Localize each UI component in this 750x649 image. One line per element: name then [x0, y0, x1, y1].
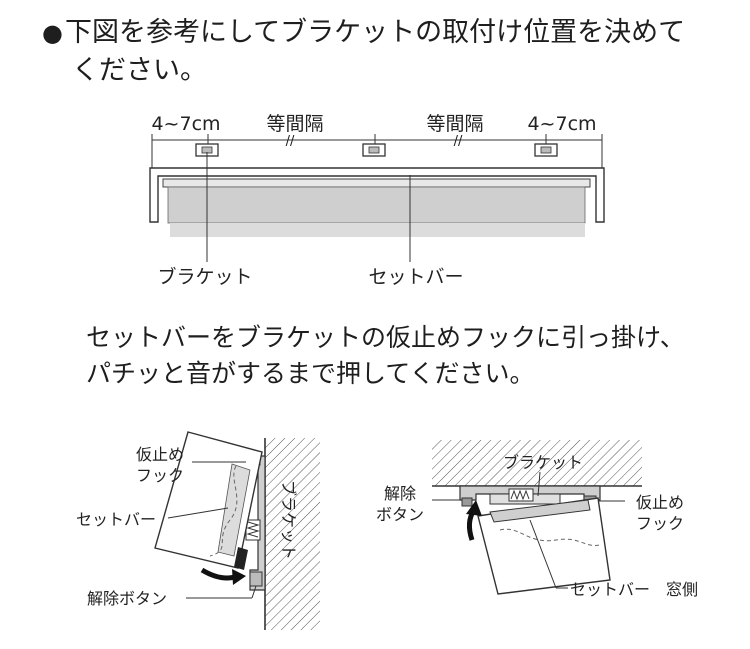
- bracket-right: [534, 143, 558, 157]
- release-button-ceiling: [461, 497, 473, 507]
- blind-shadow: [170, 223, 585, 237]
- heading-line-1: 下図を参考にしてブラケットの取付け位置を決めて: [64, 17, 686, 48]
- dim-right-label: 4~7cm: [527, 113, 596, 135]
- bracket-center: [362, 143, 386, 157]
- blind-body: [167, 186, 586, 224]
- label-release-side: 解除ボタン: [87, 589, 167, 608]
- label-hook-line1: 仮止め: [136, 445, 184, 464]
- bracket-left: [195, 143, 219, 157]
- label-setbar-ceiling: セットバー: [570, 580, 650, 599]
- label-release-ceiling-line1: 解除: [384, 484, 416, 503]
- label-bracket-ceiling: ブラケット: [503, 453, 583, 472]
- label-setbar: セットバー: [368, 266, 463, 288]
- dim-mid-right-label: 等間隔: [426, 113, 483, 135]
- label-hook-ceiling-line2: フック: [636, 514, 684, 533]
- heading-line-2: ください。: [72, 55, 207, 86]
- instruction-heading: ●下図を参考にしてブラケットの取付け位置を決めて ください。: [42, 14, 732, 90]
- dim-left-label: 4~7cm: [151, 113, 220, 135]
- instruction-text: セットバーをブラケットの仮止めフックに引っ掛け、 パチッと音がするまで押してくだ…: [86, 320, 726, 392]
- label-window-side: 窓側: [666, 580, 698, 599]
- label-hook-ceiling-line1: 仮止め: [636, 493, 684, 512]
- dim-mid-left-label: 等間隔: [266, 113, 323, 135]
- wall: [265, 438, 320, 630]
- window-frame: [149, 167, 605, 223]
- instruction-line-1: セットバーをブラケットの仮止めフックに引っ掛け、: [86, 323, 685, 352]
- label-bracket: ブラケット: [157, 265, 252, 288]
- bullet-icon: ●: [42, 19, 63, 47]
- label-release-ceiling-line2: ボタン: [376, 505, 424, 524]
- label-hook-line2: フック: [136, 466, 184, 485]
- label-setbar-side: セットバー: [76, 510, 156, 529]
- ceiling: [432, 440, 642, 486]
- break-mark-right: //: [454, 134, 463, 149]
- break-mark-left: //: [286, 134, 295, 149]
- instruction-line-2: パチッと音がするまで押してください。: [86, 359, 535, 388]
- spring-icon-ceiling: [508, 488, 534, 502]
- label-bracket-vertical: ブラケット: [279, 480, 298, 560]
